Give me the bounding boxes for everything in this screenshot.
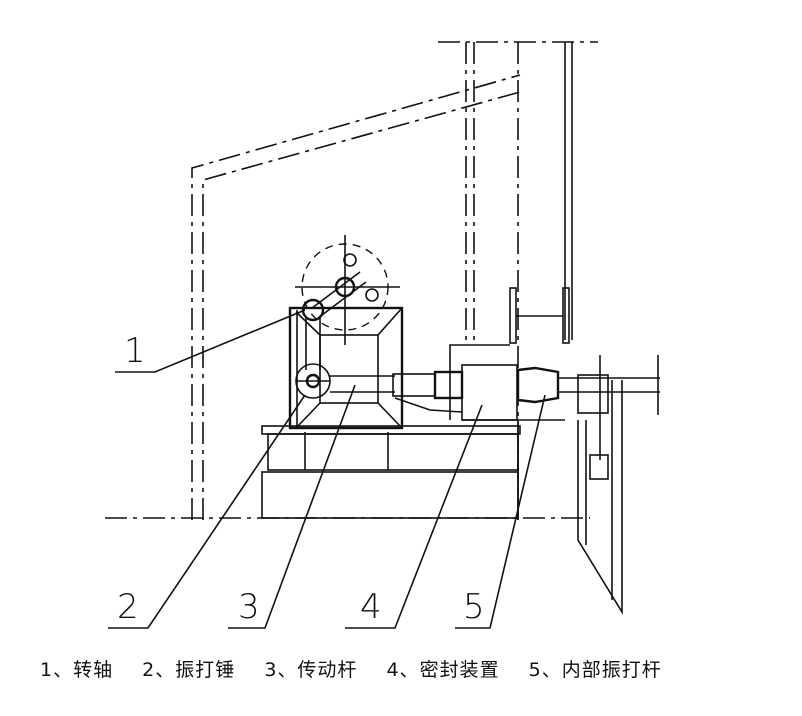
legend-item-2: 2、振打锤 [142, 659, 236, 681]
base-plates [261, 420, 521, 520]
legend-caption: 1、转轴 2、振打锤 3、传动杆 4、密封装置 5、内部振打杆 [40, 655, 780, 682]
left-wall-structure [191, 74, 521, 520]
leader-lines [108, 309, 546, 629]
seal-device [461, 364, 565, 421]
legend-item-3: 3、传动杆 [264, 659, 358, 681]
callout-label-2: 2 [117, 587, 139, 627]
drive-rod [330, 370, 464, 413]
right-lower-plate [577, 380, 623, 615]
rapping-hammer [295, 318, 331, 399]
callout-label-4: 4 [360, 587, 382, 627]
inner-rapping-rod [516, 355, 660, 460]
callout-label-3: 3 [238, 587, 260, 627]
legend-item-5: 5、内部振打杆 [528, 659, 662, 681]
legend-item-1: 1、转轴 [40, 659, 114, 681]
callout-label-1: 1 [124, 331, 146, 371]
callout-label-5: 5 [463, 587, 485, 627]
legend-item-4: 4、密封装置 [386, 659, 500, 681]
rotating-shaft [295, 235, 400, 345]
